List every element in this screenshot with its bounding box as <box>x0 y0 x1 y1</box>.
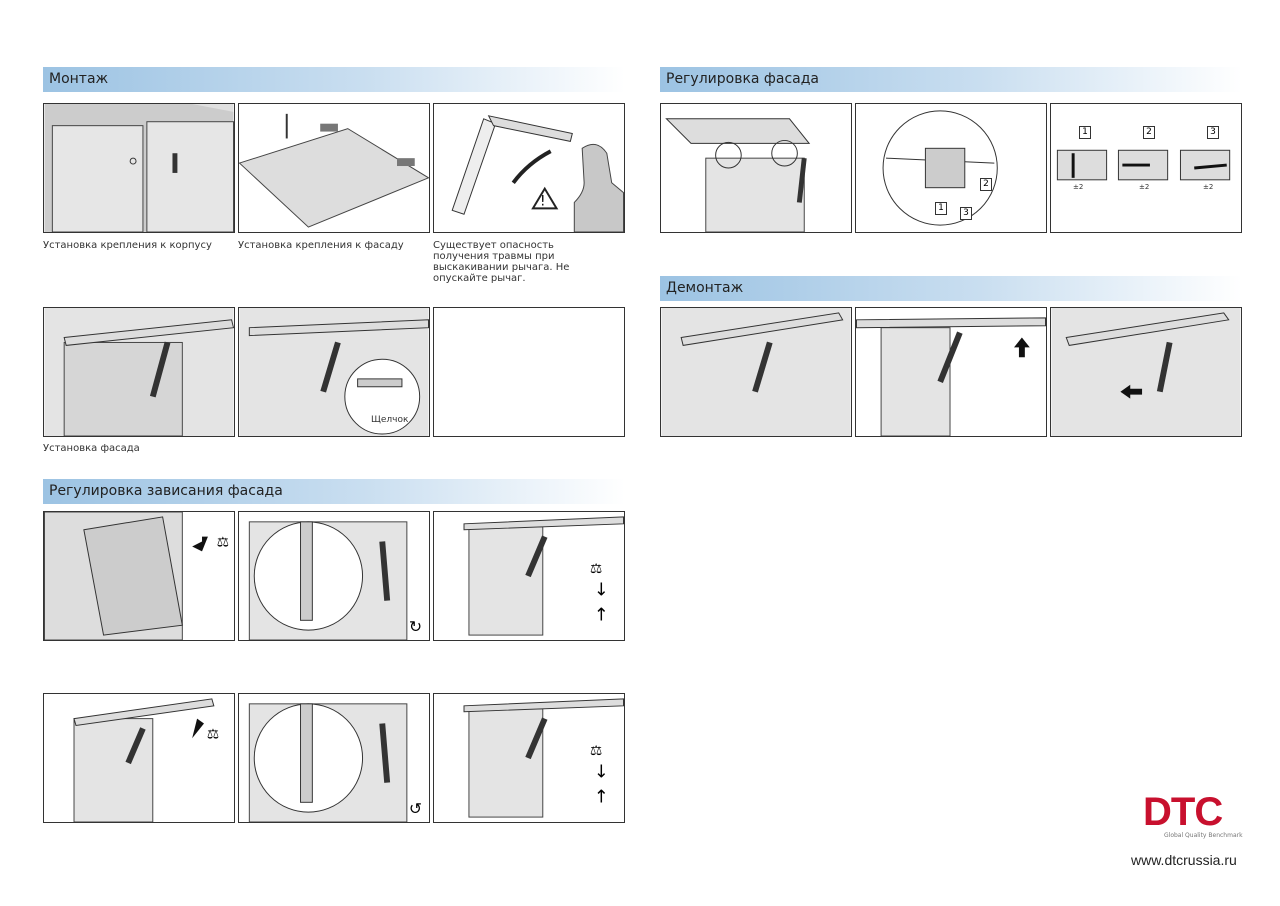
illustration-dismount-3 <box>1050 307 1242 437</box>
svg-text:↻: ↻ <box>409 617 422 636</box>
dtc-logo: DTC <box>1143 790 1223 834</box>
illustration-facade-adjust-3: 1 2 3 ±2 ±2 ±2 <box>1050 103 1242 233</box>
svg-text:⚖: ⚖ <box>590 561 602 577</box>
illustration-warning: ! <box>433 103 625 233</box>
svg-text:↑: ↑ <box>594 787 609 807</box>
svg-text:↓: ↓ <box>594 763 609 783</box>
empty-panel <box>433 307 625 437</box>
website-link[interactable]: www.dtcrussia.ru <box>1131 852 1237 868</box>
illustration-hang-adjust-3: ⚖ ↓ ↑ <box>433 511 625 641</box>
illustration-facade-mount <box>238 103 430 233</box>
tolerance-2: ±2 <box>1139 183 1150 191</box>
click-label: Щелчок <box>371 415 409 425</box>
illustration-hang-adjust-1: ⚖ <box>43 511 235 641</box>
svg-text:↑: ↑ <box>594 605 609 625</box>
section-header-hang-adjust: Регулировка зависания фасада <box>43 479 625 504</box>
caption-warning: Существует опасность получения травмы пр… <box>433 240 570 284</box>
svg-text:⚖: ⚖ <box>590 743 602 759</box>
illustration-hang-adjust-5: ↺ <box>238 693 430 823</box>
svg-text:⚖: ⚖ <box>207 726 219 742</box>
illustration-dismount-1 <box>660 307 852 437</box>
tolerance-3: ±2 <box>1203 183 1214 191</box>
section-header-dismount: Демонтаж <box>660 276 1242 301</box>
svg-text:↓: ↓ <box>594 581 609 601</box>
illustration-facade-adjust-1 <box>660 103 852 233</box>
illustration-hang-adjust-4: ⚖ <box>43 693 235 823</box>
illustration-hang-adjust-6: ⚖ ↓ ↑ <box>433 693 625 823</box>
callout-2: 2 <box>980 178 992 191</box>
illustration-body-mount <box>43 103 235 233</box>
illustration-hang-adjust-2: ↻ <box>238 511 430 641</box>
svg-text:⚖: ⚖ <box>217 534 229 550</box>
brand-tagline: Global Quality Benchmark <box>1164 832 1243 839</box>
svg-text:!: ! <box>540 193 546 209</box>
illustration-facade-install-1 <box>43 307 235 437</box>
illustration-facade-install-2: Щелчок <box>238 307 430 437</box>
caption-body-mount: Установка крепления к корпусу <box>43 240 212 251</box>
adjust-3: 3 <box>1207 126 1219 139</box>
callout-1: 1 <box>935 202 947 215</box>
caption-facade-install: Установка фасада <box>43 443 140 454</box>
caption-facade-mount: Установка крепления к фасаду <box>238 240 404 251</box>
illustration-dismount-2 <box>855 307 1047 437</box>
svg-text:↺: ↺ <box>409 799 422 818</box>
section-header-facade-adjust: Регулировка фасада <box>660 67 1242 92</box>
section-header-mount: Монтаж <box>43 67 625 92</box>
illustration-facade-adjust-2: 1 2 3 <box>855 103 1047 233</box>
tolerance-1: ±2 <box>1073 183 1084 191</box>
adjust-1: 1 <box>1079 126 1091 139</box>
adjust-2: 2 <box>1143 126 1155 139</box>
callout-3: 3 <box>960 207 972 220</box>
